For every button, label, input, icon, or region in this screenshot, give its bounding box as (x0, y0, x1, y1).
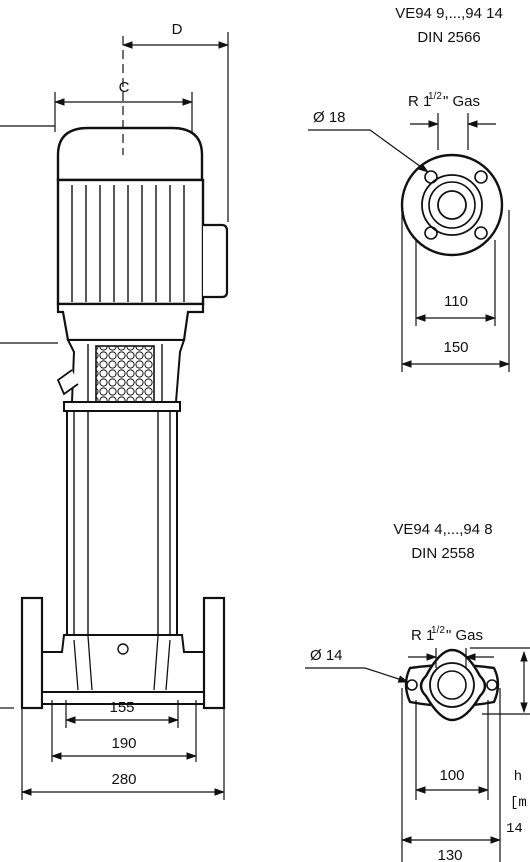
inlet-flange (20, 596, 44, 710)
terminal-box (203, 223, 229, 299)
dim-label-190: 190 (111, 735, 136, 752)
bolt-hole (474, 226, 488, 240)
svg-text:" Gas: " Gas (446, 627, 483, 644)
flange-top-thread-label: R 1 1/2 " Gas (408, 91, 480, 110)
bolt-hole (486, 679, 498, 691)
side-label-h: h (514, 767, 522, 783)
flange-bottom-model: VE94 4,...,94 8 (393, 521, 492, 538)
flange-bottom-bolt-spacing: 100 (439, 767, 464, 784)
drain-plug (56, 369, 79, 396)
svg-text:" Gas: " Gas (443, 93, 480, 110)
svg-text:1/2: 1/2 (431, 625, 445, 636)
bolt-hole (474, 170, 488, 184)
svg-text:R 1: R 1 (408, 93, 431, 110)
side-label-value: 14 (506, 821, 523, 837)
flange-top-model: VE94 9,...,94 14 (395, 5, 503, 22)
flange-top-bolt-circle: 110 (444, 293, 468, 310)
coupling-guard (95, 345, 155, 403)
outlet-flange (202, 596, 226, 710)
bolt-hole (424, 170, 438, 184)
side-label-unit: [m (510, 795, 527, 811)
flange-top-hole-diameter: Ø 18 (313, 109, 346, 126)
flange-bottom-outer-width: 130 (437, 847, 462, 862)
flange-bottom-dimensions (305, 647, 530, 862)
pump-dimensions (20, 32, 230, 800)
bolt-hole (424, 226, 438, 240)
flange-top-view (400, 153, 504, 257)
flange-top-outer-width: 150 (443, 339, 468, 356)
pump-side-view (0, 125, 229, 710)
flange-bottom-thread-label: R 1 1/2 " Gas (411, 625, 483, 644)
dim-label-280: 280 (111, 771, 136, 788)
dim-label-c: C (119, 79, 130, 96)
flange-bottom-view (404, 648, 500, 722)
pump-column (66, 410, 178, 636)
flange-bottom-hole-diameter: Ø 14 (310, 647, 343, 664)
pump-foot (41, 691, 205, 705)
motor-flange (56, 302, 205, 342)
svg-text:R 1: R 1 (411, 627, 434, 644)
flange-top-dimensions (308, 113, 511, 372)
motor-fins (71, 185, 185, 302)
column-top-plate (63, 401, 181, 412)
flange-bottom-standard: DIN 2558 (411, 545, 474, 562)
dim-label-155: 155 (109, 699, 134, 716)
drain-hole (117, 643, 129, 655)
flange-top-standard: DIN 2566 (417, 29, 480, 46)
svg-text:1/2: 1/2 (428, 91, 442, 102)
motor-body (56, 178, 205, 306)
motor-cover (56, 126, 204, 182)
dim-label-d: D (172, 21, 183, 38)
bolt-hole (406, 679, 418, 691)
